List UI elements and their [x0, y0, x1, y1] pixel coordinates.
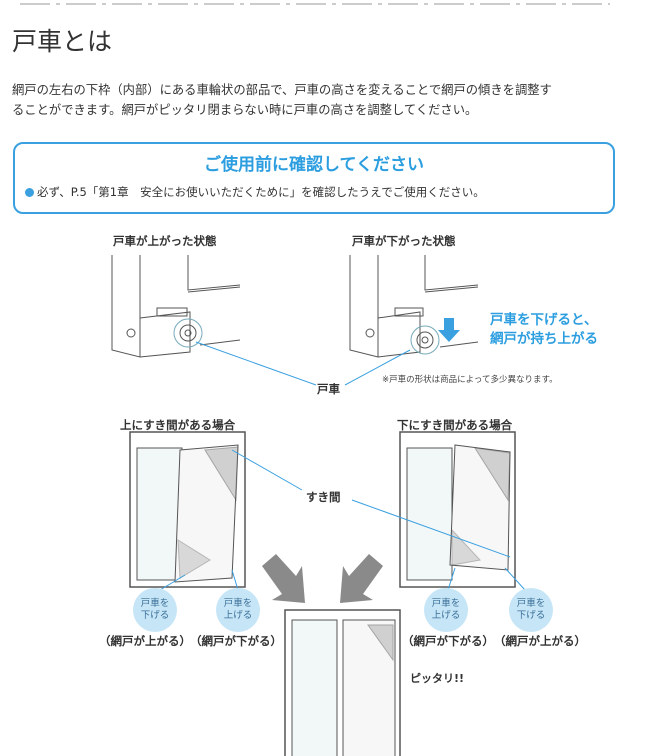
- lower-effect-line-2: 網戸が持ち上がる: [490, 331, 598, 347]
- notice-heading: ご使用前に確認してください: [204, 155, 424, 175]
- action-bubble: 戸車を上げる: [216, 588, 260, 632]
- action-line: 戸車を: [223, 598, 253, 609]
- fit-result: ピッタリ!!: [410, 672, 465, 685]
- action-result: （網戸が下がる）: [402, 634, 494, 648]
- page-title: 戸車とは: [12, 27, 113, 56]
- wheel-callout-lines: [195, 341, 411, 386]
- shape-note: ※戸車の形状は商品によって多少異なります。: [382, 375, 558, 385]
- bullet-icon: [25, 188, 34, 197]
- intro-line-2: ることができます。網戸がピッタリ閉まらない時に戸車の高さを調整してください。: [12, 103, 478, 117]
- action-line: 戸車を: [140, 598, 170, 609]
- arrow-down-right-icon: [262, 554, 305, 603]
- action-result: （網戸が上がる）: [494, 634, 586, 648]
- window-bottom-gap-illustration: [399, 431, 516, 588]
- door-wheel-lowered-illustration: [349, 255, 479, 358]
- action-line: 下げる: [140, 610, 170, 621]
- action-line: 上げる: [223, 610, 253, 621]
- notice-bullet: 必ず、P.5「第1章 安全にお使いいただくために」を確認したうえでご使用ください…: [25, 184, 485, 200]
- label-wheel-lowered: 戸車が下がった状態: [352, 234, 456, 248]
- label-top-gap: 上にすき間がある場合: [120, 418, 236, 432]
- action-bubble: 戸車を下げる: [509, 588, 553, 632]
- action-bubble: 戸車を上げる: [424, 588, 468, 632]
- label-bottom-gap: 下にすき間がある場合: [397, 418, 513, 432]
- gap-label: すき間: [306, 490, 341, 504]
- action-result: （網戸が下がる）: [190, 634, 282, 648]
- action-bubble: 戸車を下げる: [133, 588, 177, 632]
- notice-bullet-text: 必ず、P.5「第1章 安全にお使いいただくために」を確認したうえでご使用ください…: [37, 185, 485, 199]
- door-wheel-raised-illustration: [111, 255, 241, 358]
- arrow-down-left-icon: [340, 554, 383, 603]
- action-line: 下げる: [516, 610, 546, 621]
- action-line: 戸車を: [431, 598, 461, 609]
- intro-line-1: 網戸の左右の下枠（内部）にある車輪状の部品で、戸車の高さを変えることで網戸の傾き…: [12, 83, 552, 97]
- window-fitted-illustration: [284, 609, 401, 756]
- action-line: 上げる: [431, 610, 461, 621]
- label-wheel-raised: 戸車が上がった状態: [113, 234, 217, 248]
- action-line: 戸車を: [516, 598, 546, 609]
- wheel-label: 戸車: [317, 382, 340, 396]
- lower-effect-line-1: 戸車を下げると、: [490, 312, 598, 328]
- action-result: （網戸が上がる）: [99, 634, 191, 648]
- down-arrow-icon: [438, 318, 460, 342]
- notice-box: ご使用前に確認してください 必ず、P.5「第1章 安全にお使いいただくために」を…: [13, 142, 615, 214]
- window-top-gap-illustration: [129, 431, 246, 588]
- gap-callout-lines: [159, 449, 526, 591]
